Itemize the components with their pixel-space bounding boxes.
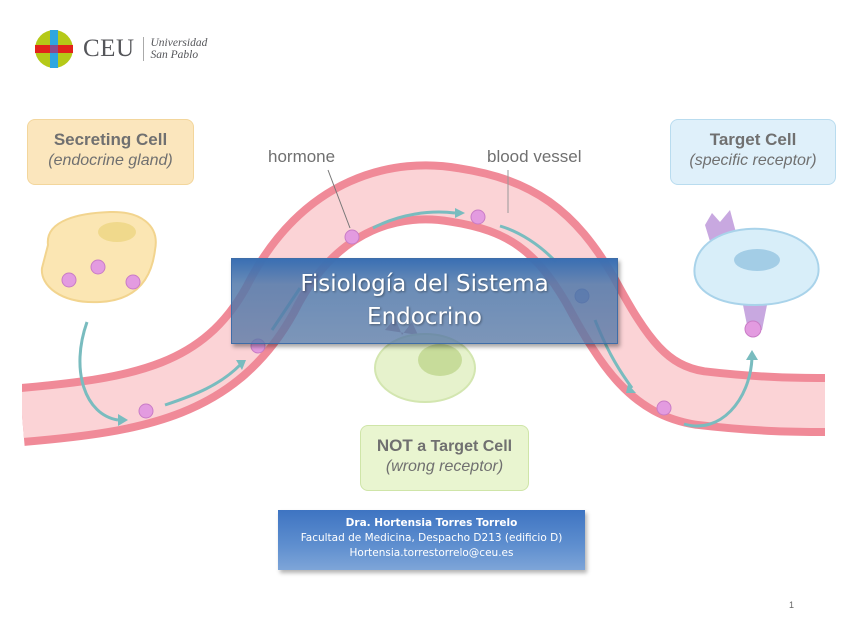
- logo-brand: CEU: [83, 35, 135, 62]
- blood-vessel: [0, 161, 848, 470]
- hormone-annotation: hormone: [268, 147, 336, 166]
- ceu-cross-icon: [35, 30, 73, 68]
- not-target-cell-title: NOT a Target Cell: [361, 436, 528, 456]
- arrow-heads: [118, 208, 758, 426]
- vessel-hormones: [138, 209, 672, 419]
- bound-hormone-dot: [744, 320, 762, 338]
- page-number: 1: [789, 600, 795, 610]
- logo-university: Universidad San Pablo: [151, 37, 208, 61]
- hormone-dot: [61, 272, 77, 288]
- logo-divider: [142, 37, 144, 61]
- blood-vessel-annotation: blood vessel: [487, 147, 582, 166]
- author-email: Hortensia.torrestorrelo@ceu.es: [349, 547, 514, 559]
- not-target-cell-label: NOT a Target Cell (wrong receptor): [360, 425, 529, 491]
- hormone-leader-line: [327, 169, 351, 229]
- target-cell-title: Target Cell: [709, 130, 797, 149]
- target-cell: [693, 210, 820, 338]
- logo-university-line1: Universidad: [150, 37, 208, 49]
- title-line-1: Fisiología del Sistema: [300, 271, 549, 297]
- secreting-cell-title: Secreting Cell: [53, 130, 168, 149]
- title-line-2: Endocrino: [367, 304, 482, 330]
- slide-title: Fisiología del Sistema Endocrino: [231, 258, 618, 344]
- logo-university-line2: San Pablo: [150, 49, 199, 61]
- target-cell-subtitle: (specific receptor): [689, 152, 817, 169]
- not-target-cell-subtitle: (wrong receptor): [385, 458, 504, 475]
- not-target-bold: NOT: [376, 436, 413, 455]
- author-affiliation: Facultad de Medicina, Despacho D213 (edi…: [300, 532, 563, 544]
- not-target-rest: a Target Cell: [412, 438, 513, 455]
- hormone-dot: [125, 274, 141, 290]
- target-cell-label: Target Cell (specific receptor): [670, 119, 836, 185]
- hormone-dot: [90, 259, 106, 275]
- secreting-cell-label: Secreting Cell (endocrine gland): [27, 119, 194, 185]
- author-name: Dra. Hortensia Torres Torrelo: [345, 517, 518, 529]
- secreting-cell-subtitle: (endocrine gland): [48, 152, 173, 169]
- secreting-cell: [40, 210, 157, 304]
- author-info: Dra. Hortensia Torres Torrelo Facultad d…: [278, 510, 585, 570]
- ceu-logo: CEU Universidad San Pablo: [34, 27, 207, 71]
